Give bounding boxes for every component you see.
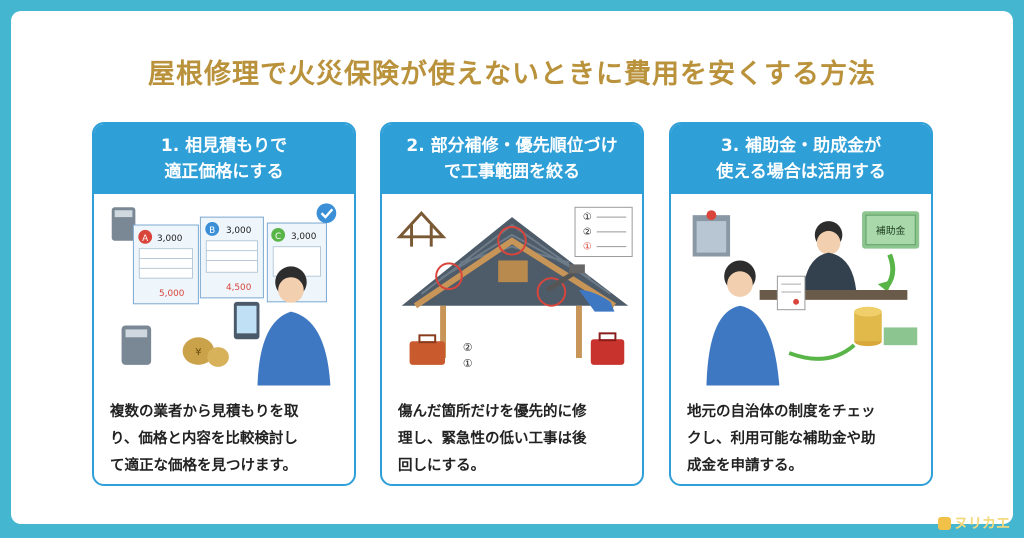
hammer-icon: [546, 270, 577, 293]
method-card-2: 2. 部分補修・優先順位づけ で工事範囲を絞る ①: [380, 122, 644, 486]
card-description: 傷んだ箇所だけを優先的に修 理し、緊急性の低い工事は後 回しにする。: [382, 387, 642, 480]
card-header: 1. 相見積もりで 適正価格にする: [94, 124, 354, 194]
quote-amount-a: 3,000: [157, 234, 183, 244]
quote-sheet-b: B 3,000 4,500: [199, 216, 264, 299]
quote-total-b: 4,500: [226, 283, 252, 293]
description-line: 傷んだ箇所だけを優先的に修: [398, 404, 587, 420]
toolbox-mark: ①: [463, 357, 473, 370]
checklist-item: ②: [583, 227, 592, 238]
description-line: 回しにする。: [398, 458, 486, 474]
quote-badge-c: C: [275, 232, 281, 242]
svg-text:¥: ¥: [195, 347, 201, 358]
description-line: り、価格と内容を比較検討し: [110, 431, 298, 447]
application-form-icon: [776, 275, 806, 311]
quote-amount-b: 3,000: [226, 226, 252, 236]
card-heading-line1: 1. 相見積もりで: [160, 136, 288, 156]
quote-badge-b: B: [209, 226, 215, 236]
illustration-quotes: A 3,000 5,000 B 3,000 4,500 C: [94, 194, 354, 387]
money-bag-icon: [182, 337, 215, 365]
brand-logo: ヌリカエ: [938, 513, 1010, 533]
description-line: クし、利用可能な補助金や助: [687, 431, 876, 447]
card-heading-line1: 3. 補助金・助成金が: [720, 136, 882, 156]
card-heading-line1: 2. 部分補修・優先順位づけ: [406, 136, 618, 156]
coin-stack-icon: [854, 306, 918, 347]
arrow-icon: [788, 343, 856, 361]
checkmark-icon: [316, 203, 337, 224]
quote-total-a: 5,000: [159, 289, 185, 299]
page-title: 屋根修理で火災保険が使えないときに費用を安くする方法: [148, 59, 876, 90]
card-heading-line2: 使える場合は活用する: [716, 162, 886, 182]
description-line: て適正な価格を見つけます。: [110, 458, 298, 474]
toolbox-icon: [590, 339, 625, 365]
quote-amount-c: 3,000: [291, 232, 317, 242]
highlight-circle: [536, 277, 567, 307]
description-line: 地元の自治体の制度をチェッ: [687, 404, 876, 420]
checklist-item: ①: [583, 212, 592, 223]
quote-badge-a: A: [142, 234, 148, 244]
damaged-spot: [498, 260, 528, 283]
description-line: 複数の業者から見積もりを取: [110, 404, 299, 420]
card-header: 3. 補助金・助成金が 使える場合は活用する: [671, 124, 931, 194]
description-line: 成金を申請する。: [687, 458, 803, 474]
toolbox-icon: [409, 341, 446, 365]
brand-mark-icon: [938, 516, 951, 530]
quote-sheet-a: A 3,000 5,000: [132, 224, 199, 305]
highlight-circle: [435, 262, 463, 291]
highlight-circle: [497, 225, 527, 256]
illustration-roof-repair: ① ② ① ② ①: [382, 194, 642, 387]
card-description: 地元の自治体の制度をチェッ クし、利用可能な補助金や助 成金を申請する。: [671, 387, 931, 480]
toolbox-mark: ②: [463, 341, 473, 354]
description-line: 理し、緊急性の低い工事は後: [398, 431, 587, 447]
money-bag-icon: [207, 347, 229, 367]
card-description: 複数の業者から見積もりを取 り、価格と内容を比較検討し て適正な価格を見つけます…: [94, 387, 354, 480]
method-card-1: 1. 相見積もりで 適正価格にする A 3,000 5,000 B 3,000: [92, 122, 356, 486]
illustration-subsidy: 補助金: [671, 194, 931, 387]
priority-checklist: ① ② ①: [574, 206, 633, 258]
roof-frame-icon: [396, 211, 447, 239]
card-heading-line2: 適正価格にする: [164, 162, 284, 182]
brand-name: ヌリカエ: [954, 516, 1010, 532]
card-heading-line2: で工事範囲を絞る: [444, 162, 580, 182]
card-header: 2. 部分補修・優先順位づけ で工事範囲を絞る: [382, 124, 642, 194]
desk: [759, 290, 908, 300]
money-bill-label: 補助金: [876, 224, 906, 237]
checklist-item: ①: [583, 242, 592, 253]
method-card-3: 3. 補助金・助成金が 使える場合は活用する 補助金: [669, 122, 933, 486]
